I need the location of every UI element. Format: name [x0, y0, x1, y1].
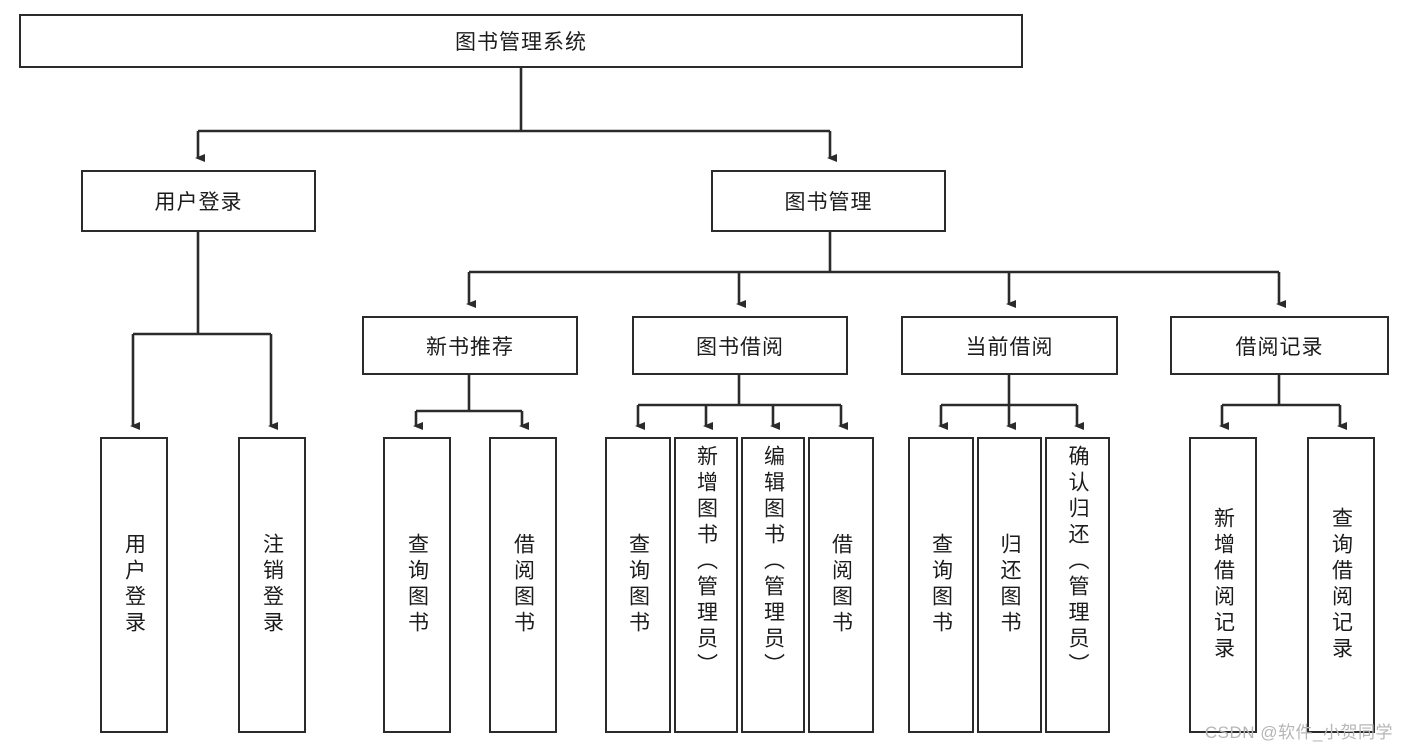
leaf-borrow-book-2[interactable]: 借阅图书 — [808, 437, 874, 733]
leaf-label: 确认归还（管理员） — [1066, 445, 1089, 679]
leaf-return-book[interactable]: 归还图书 — [977, 437, 1042, 733]
leaf-label: 用户登录 — [122, 533, 146, 637]
leaf-label: 查询借阅记录 — [1329, 507, 1353, 663]
leaf-label: 查询图书 — [626, 533, 650, 637]
node-root-system[interactable]: 图书管理系统 — [19, 14, 1023, 68]
node-new-book-recommend[interactable]: 新书推荐 — [362, 316, 578, 375]
leaf-query-book-1[interactable]: 查询图书 — [383, 437, 451, 733]
leaf-user-login[interactable]: 用户登录 — [100, 437, 168, 733]
leaf-label: 编辑图书（管理员） — [761, 445, 785, 679]
leaf-add-record[interactable]: 新增借阅记录 — [1189, 437, 1257, 733]
leaf-label: 新增借阅记录 — [1211, 507, 1235, 663]
leaf-logout[interactable]: 注销登录 — [238, 437, 306, 733]
leaf-edit-book[interactable]: 编辑图书（管理员） — [741, 437, 805, 733]
leaf-label: 借阅图书 — [829, 533, 853, 637]
leaf-label: 查询图书 — [405, 533, 429, 637]
node-user-login[interactable]: 用户登录 — [81, 170, 316, 232]
leaf-query-book-3[interactable]: 查询图书 — [908, 437, 974, 733]
node-book-borrow[interactable]: 图书借阅 — [632, 316, 848, 375]
leaf-label: 新增图书（管理员） — [694, 445, 718, 679]
leaf-confirm-return[interactable]: 确认归还（管理员） — [1045, 437, 1110, 733]
leaf-borrow-book-1[interactable]: 借阅图书 — [489, 437, 557, 733]
leaf-query-record[interactable]: 查询借阅记录 — [1307, 437, 1375, 733]
leaf-label: 借阅图书 — [511, 533, 535, 637]
leaf-label: 归还图书 — [998, 533, 1021, 637]
leaf-query-book-2[interactable]: 查询图书 — [605, 437, 671, 733]
leaf-label: 注销登录 — [260, 533, 284, 637]
leaf-label: 查询图书 — [929, 533, 953, 637]
node-current-borrow[interactable]: 当前借阅 — [901, 316, 1118, 375]
node-borrow-record[interactable]: 借阅记录 — [1170, 316, 1389, 375]
node-book-management[interactable]: 图书管理 — [711, 170, 946, 232]
leaf-add-book[interactable]: 新增图书（管理员） — [674, 437, 738, 733]
csdn-watermark: CSDN @软件_小贺同学 — [1204, 723, 1393, 742]
